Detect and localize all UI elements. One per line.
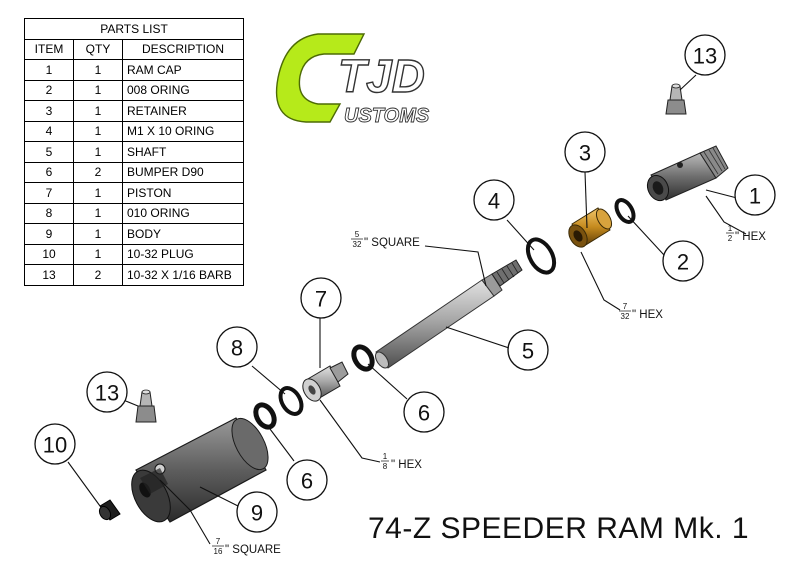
dim-hex-half-num: 1 <box>728 224 733 233</box>
dim-square-5-32-text: " SQUARE <box>364 237 420 249</box>
callout-5-label: 5 <box>522 339 534 364</box>
callout-6-lower-label: 6 <box>301 469 313 494</box>
callout-13-lower: 13 <box>86 371 128 413</box>
part-10-32-plug <box>98 499 121 521</box>
callout-7-label: 7 <box>315 287 327 312</box>
dim-square-5-32-num: 5 <box>355 230 360 239</box>
callout-6-upper: 6 <box>403 391 445 433</box>
callout-5: 5 <box>507 329 549 371</box>
leader-lines <box>67 74 747 545</box>
dim-hex-7-32-num: 7 <box>623 302 628 311</box>
callout-4-label: 4 <box>488 189 500 214</box>
dim-hex-half-text: " HEX <box>735 231 766 243</box>
cell-description: RETAINER <box>122 100 244 122</box>
cell-description: PISTON <box>122 182 244 204</box>
dim-square-5-32-den: 32 <box>353 240 362 249</box>
logo-small-text: USTOMS <box>344 105 430 127</box>
callout-3: 3 <box>564 131 606 173</box>
callout-13-upper-label: 13 <box>693 44 717 69</box>
callout-2-label: 2 <box>677 250 689 275</box>
callout-2: 2 <box>662 240 704 282</box>
logo-big-text: TJD <box>338 50 425 102</box>
dim-square-7-16: 7 16 " SQUARE <box>212 537 281 556</box>
dim-square-7-16-den: 16 <box>214 547 223 556</box>
dim-square-7-16-text: " SQUARE <box>225 544 281 556</box>
part-barb-lower <box>135 389 157 423</box>
part-008-oring <box>614 198 636 224</box>
dim-square-5-32: 5 32 " SQUARE <box>351 230 420 249</box>
part-piston <box>302 361 349 402</box>
callout-13-lower-label: 13 <box>95 381 119 406</box>
drawing-title: 74-Z SPEEDER RAM Mk. 1 <box>368 512 750 545</box>
cell-description: BODY <box>122 223 244 245</box>
cell-description: 010 ORING <box>122 202 244 224</box>
tjd-customs-logo: TJD USTOMS <box>275 33 430 127</box>
logo-c-shape <box>275 33 366 123</box>
callout-3-label: 3 <box>579 141 591 166</box>
dim-hex-1-8: 1 8 " HEX <box>381 452 422 471</box>
dim-hex-1-8-text: " HEX <box>391 459 422 471</box>
cell-description: 10-32 X 1/16 BARB <box>122 264 244 286</box>
callout-4: 4 <box>473 179 515 221</box>
callout-8-label: 8 <box>231 336 243 361</box>
dim-hex-half-den: 2 <box>728 234 733 243</box>
part-retainer <box>568 207 613 248</box>
dim-hex-7-32-text: " HEX <box>632 309 663 321</box>
part-m1-oring <box>525 237 557 275</box>
callout-8: 8 <box>216 326 258 368</box>
callout-9: 9 <box>236 491 278 533</box>
parts-list-header-row: ITEM QTY DESCRIPTION <box>24 38 244 60</box>
cell-description: 008 ORING <box>122 79 244 101</box>
part-shaft <box>374 259 523 369</box>
dim-hex-1-8-num: 1 <box>383 452 388 461</box>
dim-square-7-16-num: 7 <box>216 537 221 546</box>
dim-hex-7-32-den: 32 <box>621 312 630 321</box>
part-ram-cap <box>646 145 729 202</box>
part-bumper-upper <box>351 344 375 372</box>
callout-13-upper: 13 <box>684 34 726 76</box>
callout-1: 1 <box>734 174 776 216</box>
callout-10: 10 <box>34 423 76 465</box>
callout-6-upper-label: 6 <box>418 401 430 426</box>
dim-hex-half: 1 2 " HEX <box>726 224 766 243</box>
part-010-oring <box>278 386 304 416</box>
callout-9-label: 9 <box>251 501 263 526</box>
part-bumper-lower <box>253 402 277 430</box>
callout-1-label: 1 <box>749 184 761 209</box>
part-body <box>131 417 269 523</box>
callout-10-label: 10 <box>43 433 67 458</box>
dim-hex-7-32: 7 32 " HEX <box>619 302 663 321</box>
callout-7: 7 <box>300 277 342 319</box>
part-barb-upper <box>665 83 687 115</box>
callout-6-lower: 6 <box>286 459 328 501</box>
dim-hex-1-8-den: 8 <box>383 462 388 471</box>
